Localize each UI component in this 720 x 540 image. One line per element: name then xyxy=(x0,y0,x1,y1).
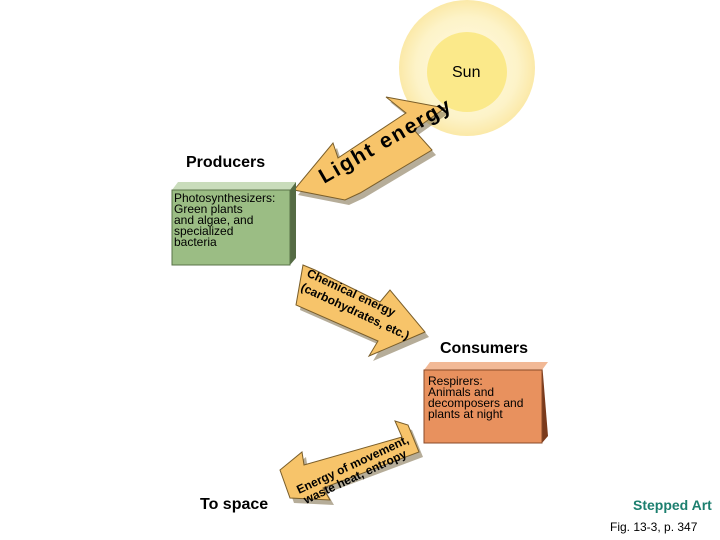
consumers-box xyxy=(423,362,548,444)
consumers-title: Consumers xyxy=(440,340,529,357)
consumers-desc-line: Animals and xyxy=(428,385,495,399)
producers-box xyxy=(171,182,296,266)
producers-desc-line: bacteria xyxy=(174,235,217,249)
chemical-energy-arrow xyxy=(295,264,429,361)
producers-desc-line: and algae, and xyxy=(174,213,254,227)
consumers-description: Respirers: Animals and decomposers and p… xyxy=(428,374,524,421)
producers-desc-line: Photosynthesizers: xyxy=(174,191,276,205)
consumers-desc-line: Respirers: xyxy=(428,374,483,388)
stepped-art-label: Stepped Art xyxy=(633,497,712,513)
waste-heat-arrow xyxy=(279,420,423,505)
sun-core xyxy=(427,32,507,112)
consumers-desc-line: plants at night xyxy=(428,407,503,421)
consumers-desc-line: decomposers and xyxy=(428,396,524,410)
producers-title: Producers xyxy=(186,154,266,171)
figure-reference: Fig. 13-3, p. 347 xyxy=(610,520,698,534)
producers-desc-line: Green plants xyxy=(174,202,243,216)
sun-label: Sun xyxy=(452,64,481,81)
sun xyxy=(399,0,535,136)
producers-description: Photosynthesizers: Green plants and alga… xyxy=(174,191,276,249)
producers-desc-line: specialized xyxy=(174,224,234,238)
to-space-label: To space xyxy=(200,496,269,513)
